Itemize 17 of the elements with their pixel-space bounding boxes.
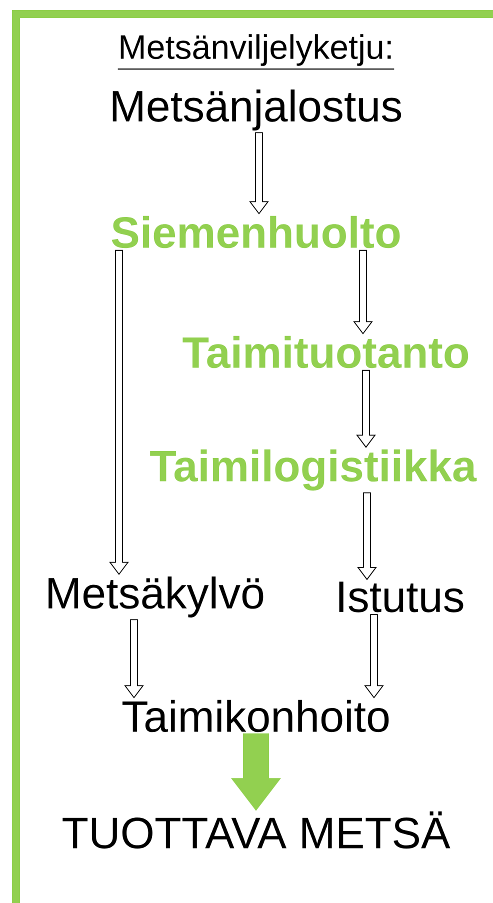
stage-label: Taimilogistiikka	[150, 449, 477, 491]
arrow	[249, 132, 269, 214]
arrow	[356, 370, 376, 448]
stage-label: Metsänjalostus	[112, 90, 402, 131]
stage-label: Taimituotanto	[182, 336, 468, 368]
arrow	[230, 733, 282, 811]
stage-label: Metsäkylvö	[48, 576, 264, 618]
stage-label: Siemenhuolto	[112, 216, 400, 248]
stage-label: Istutus	[339, 582, 464, 612]
arrow	[357, 492, 377, 580]
title: Metsänviljelyketju:	[118, 34, 394, 70]
stage-label: Taimikonhoito	[122, 700, 389, 732]
arrow	[124, 619, 144, 698]
stage-label: TUOTTAVA METSÄ	[62, 811, 450, 849]
arrow	[353, 250, 373, 334]
arrow	[364, 614, 384, 698]
arrow	[109, 250, 129, 576]
